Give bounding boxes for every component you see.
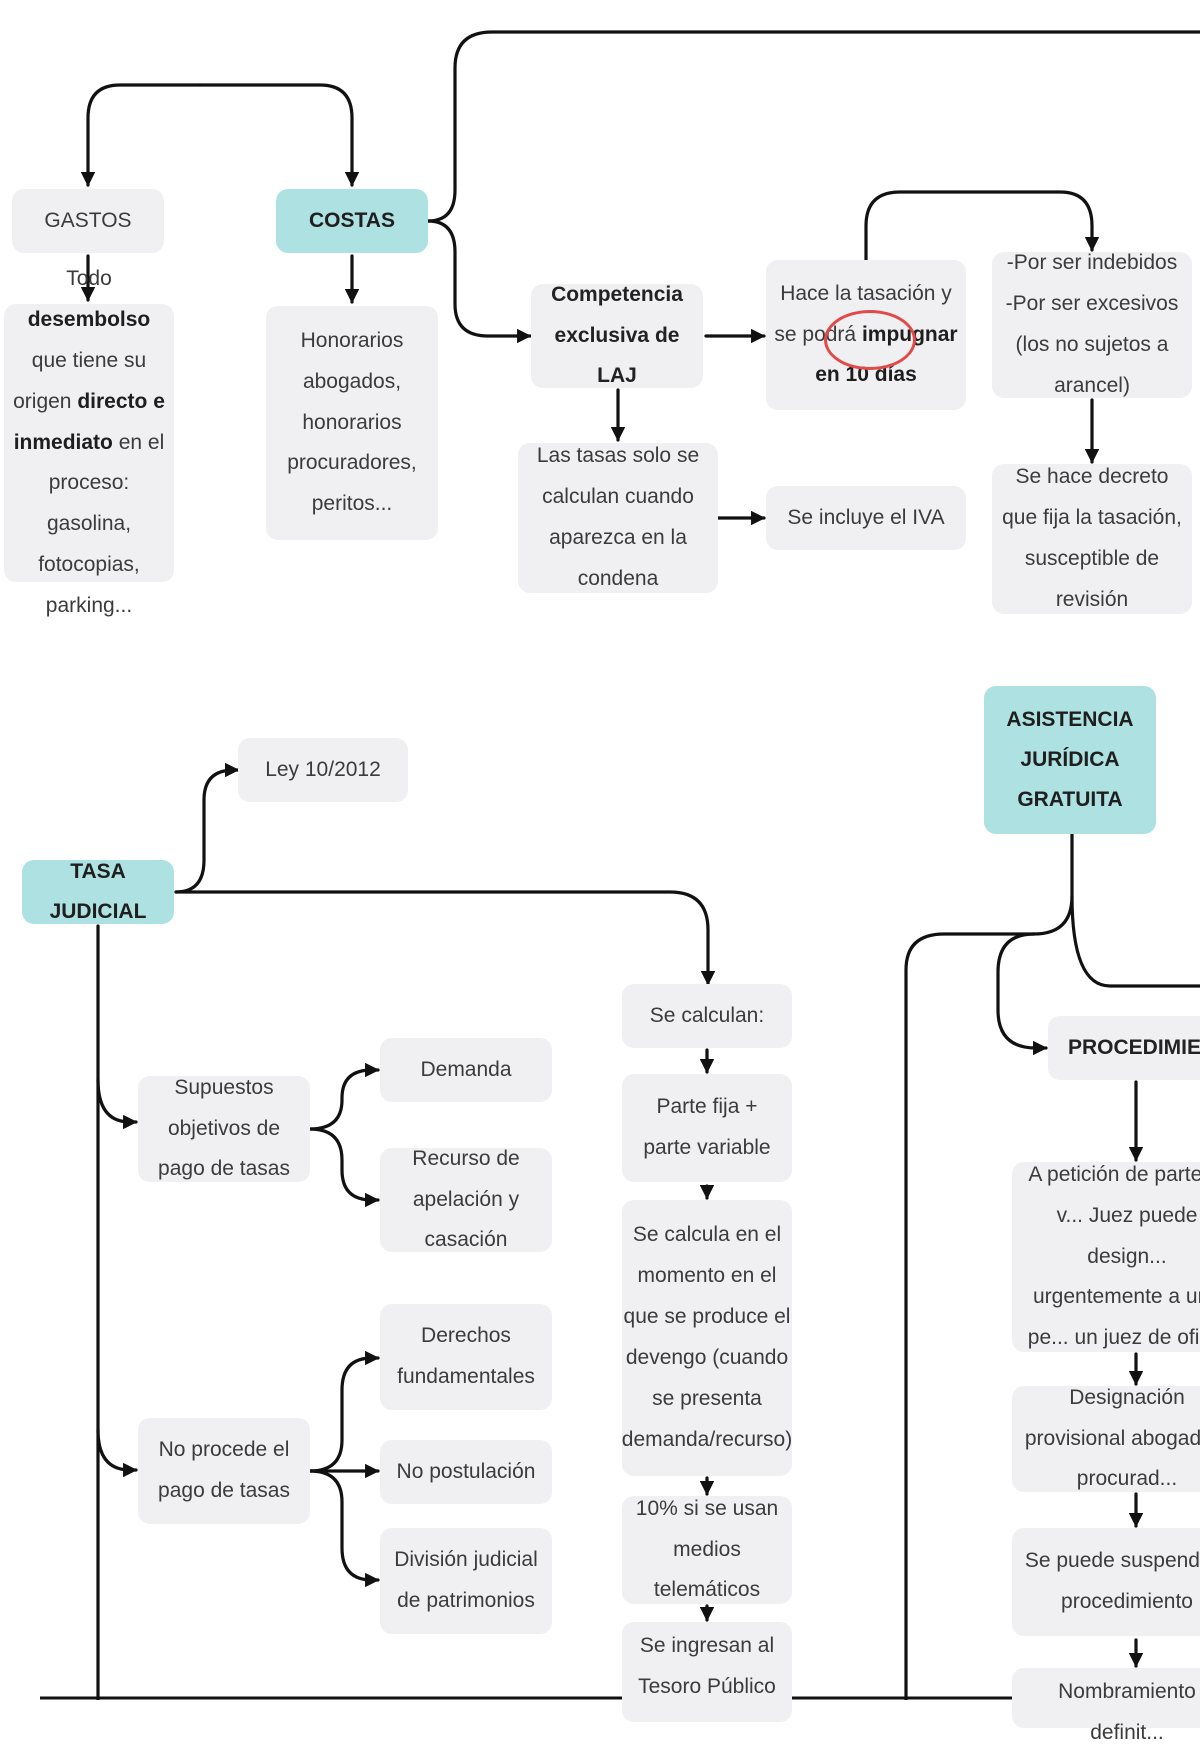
arrow-costas-competencia — [426, 219, 532, 344]
arrow-arch-gastos — [80, 83, 202, 187]
node-nombramiento: Nombramiento definit... — [1012, 1668, 1200, 1744]
node-tasa-judicial: TASA JUDICIAL — [22, 860, 174, 924]
node-no-postulacion: No postulación — [380, 1440, 552, 1504]
arrow-tasacion-motivos — [864, 190, 1100, 292]
node-division: División judicial de patrimonios — [380, 1528, 552, 1634]
node-telematicos: 10% si se usan medios telemáticos — [622, 1496, 792, 1604]
node-costas-desc: Honorarios abogados, honorarios procurad… — [266, 306, 438, 540]
node-gastos: GASTOS — [12, 189, 164, 253]
node-tesoro: Se ingresan al Tesoro Público — [622, 1622, 792, 1722]
node-supuestos: Supuestos objetivos de pago de tasas — [138, 1076, 310, 1182]
asistencia-left-big — [904, 932, 1036, 1700]
node-derechos: Derechos fundamentales — [380, 1304, 552, 1410]
node-designacion: Designación provisional abogado y procur… — [1012, 1386, 1200, 1492]
node-tasas-condena: Las tasas solo se calculan cuando aparez… — [518, 443, 718, 593]
node-iva: Se incluye el IVA — [766, 486, 966, 550]
arrow-supuestos-recurso — [308, 1127, 380, 1208]
node-procedimiento: PROCEDIMIENTO — [1048, 1016, 1200, 1080]
node-costas: COSTAS — [276, 189, 428, 253]
node-gastos-desc: Todo desembolso que tiene su origen dire… — [4, 267, 174, 617]
arrow-arch-costas — [198, 83, 360, 187]
arrow-tasa-calculan — [174, 890, 716, 986]
asistencia-right — [1070, 894, 1200, 988]
arrow-supuestos-demanda — [308, 1062, 380, 1131]
connector-lines — [40, 30, 1200, 1700]
node-se-calculan: Se calculan: — [622, 984, 792, 1048]
node-recurso: Recurso de apelación y casación — [380, 1147, 552, 1252]
arrow-costas-top — [426, 30, 1200, 223]
node-suspender: Se puede suspende... procedimiento — [1012, 1528, 1200, 1636]
arrow-noprocede-division — [308, 1469, 380, 1588]
node-peticion: A petición de parte, a v... Juez puede d… — [1012, 1162, 1200, 1352]
node-no-procede: No procede el pago de tasas — [138, 1418, 310, 1524]
asistencia-down — [1032, 832, 1074, 936]
node-momento: Se calcula en el momento en el que se pr… — [622, 1200, 792, 1476]
arrow-spine-supuestos — [96, 1078, 138, 1130]
annotation-circle — [824, 310, 916, 370]
arrow-tasa-ley — [174, 762, 240, 894]
node-competencia: Competencia exclusiva de LAJ — [531, 283, 703, 388]
node-parte-fija: Parte fija + parte variable — [622, 1074, 792, 1182]
node-asistencia: ASISTENCIA JURÍDICA GRATUITA — [984, 686, 1156, 834]
node-ley: Ley 10/2012 — [238, 738, 408, 802]
node-decreto: Se hace decreto que fija la tasación, su… — [992, 464, 1192, 614]
node-motivos: -Por ser indebidos -Por ser excesivos (l… — [992, 251, 1192, 398]
arrow-asistencia-procedimiento — [996, 932, 1048, 1056]
arrow-noprocede-derechos — [308, 1350, 380, 1473]
node-demanda: Demanda — [380, 1038, 552, 1102]
arrow-spine-noprocede — [96, 1428, 138, 1478]
